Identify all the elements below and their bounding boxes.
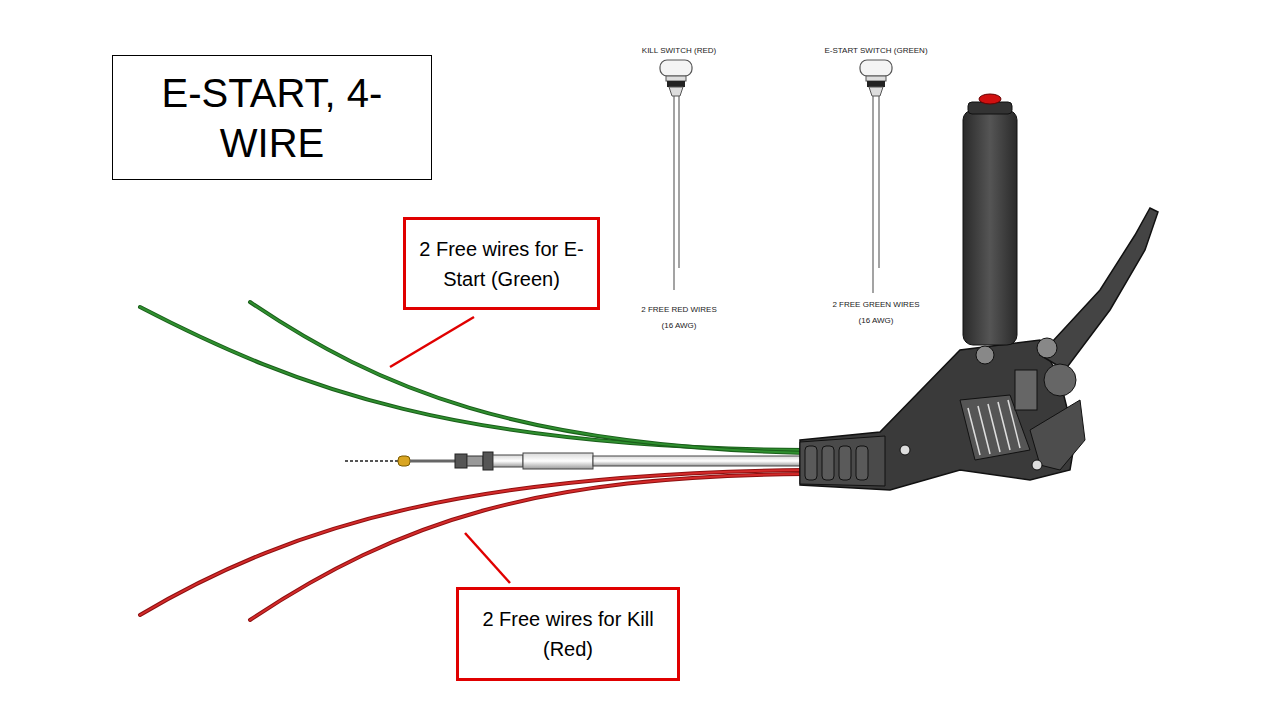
throttle-cable [345, 452, 808, 470]
part-label: KILL SWITCH (RED) [642, 46, 716, 56]
callout-text: 2 Free wires for E-Start (Green) [416, 234, 587, 294]
kill-switch-icon [660, 60, 692, 290]
part-label: 2 FREE GREEN WIRES [832, 300, 919, 310]
callout-text: 2 Free wires for Kill (Red) [469, 604, 667, 664]
part-label: 2 FREE RED WIRES [641, 305, 717, 315]
tiller-handle [800, 94, 1158, 490]
callout-box: 2 Free wires for Kill (Red) [456, 587, 680, 681]
part-label: (16 AWG) [859, 316, 894, 326]
part-label: (16 AWG) [662, 321, 697, 331]
title-box: E-START, 4-WIRE [112, 55, 432, 180]
leader-line [390, 317, 474, 367]
part-label: E-START SWITCH (GREEN) [824, 46, 927, 56]
e-start-switch-icon [860, 60, 892, 293]
leader-line [465, 533, 510, 583]
callout-box: 2 Free wires for E-Start (Green) [403, 217, 600, 310]
